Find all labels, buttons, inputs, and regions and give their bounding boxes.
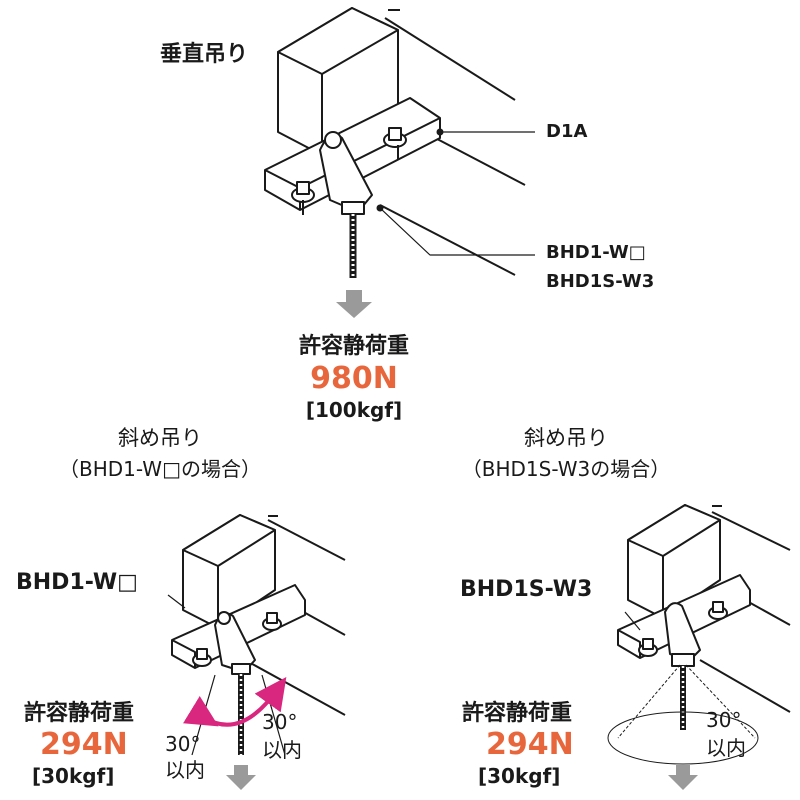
bolt-right: [383, 127, 407, 160]
right-load-heading: 許容静荷重: [462, 701, 573, 726]
right-angle-sub: 以内: [706, 736, 746, 760]
top-load-kgf: [100kgf]: [305, 398, 403, 422]
top-load-heading: 許容静荷重: [298, 334, 410, 359]
left-subtitle: （BHD1-W□の場合）: [59, 457, 261, 481]
bolt-left: [291, 181, 315, 215]
right-angle: 30°: [706, 708, 742, 732]
load-arrow-right: [668, 765, 698, 790]
right-load-kgf: [30kgf]: [478, 764, 561, 788]
rod-nut: [341, 201, 365, 215]
left-load-heading: 許容静荷重: [24, 701, 135, 726]
top-load-value: 980N: [310, 361, 398, 396]
rail-top-lower: [379, 204, 516, 276]
left-load-kgf: [30kgf]: [32, 764, 115, 788]
rail-top-upper: [384, 17, 516, 101]
right-load-value: 294N: [486, 727, 574, 762]
right-title: 斜め吊り: [524, 426, 608, 450]
left-angle-left: 30°: [165, 732, 201, 756]
right-subtitle: （BHD1S-W3の場合）: [461, 457, 671, 481]
swing-cone: [607, 711, 759, 765]
left-angle-right-sub: 以内: [262, 738, 302, 762]
leader-bhd1: [379, 207, 535, 256]
swing-arc-left: [183, 677, 287, 727]
left-title: 斜め吊り: [118, 426, 202, 450]
load-arrow-top: [336, 290, 372, 318]
right-assembly: [607, 504, 791, 765]
top-assembly: [264, 7, 535, 278]
left-angle-right: 30°: [262, 710, 298, 734]
left-angle-left-sub: 以内: [165, 758, 205, 782]
left-assembly: [167, 514, 346, 756]
right-part-label: BHD1S-W3: [460, 577, 593, 602]
label-d1a: D1A: [546, 121, 588, 142]
leader-left-part: [167, 594, 186, 609]
load-arrow-left: [226, 765, 256, 790]
leader-right-part: [624, 611, 641, 631]
label-bhd1s-w3: BHD1S-W3: [546, 271, 655, 292]
left-load-value: 294N: [40, 727, 128, 762]
left-part-label: BHD1-W□: [16, 570, 138, 595]
top-title: 垂直吊り: [160, 42, 249, 67]
label-bhd1-w: BHD1-W□: [546, 242, 646, 263]
